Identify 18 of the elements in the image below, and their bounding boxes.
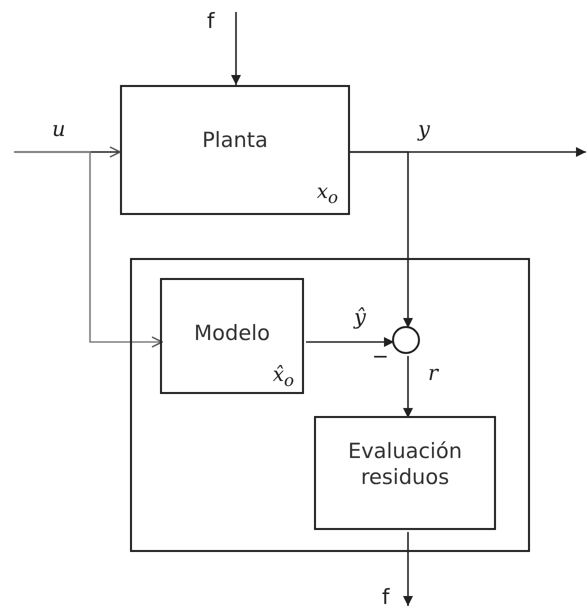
- signal-arrow: [403, 356, 413, 418]
- state-symbol: x̂$_{o}$: [272, 362, 294, 390]
- sign-label: −: [372, 346, 389, 366]
- signal-arrow: [350, 151, 413, 328]
- detection-frame: [130, 258, 530, 552]
- signal-arrow: [403, 532, 413, 606]
- signal-arrow: [14, 151, 163, 348]
- signal-arrow: [306, 337, 394, 347]
- process-box: [314, 416, 496, 530]
- block-label: Planta: [201, 127, 269, 154]
- block-label: Modelo: [193, 320, 271, 346]
- process-box: [160, 278, 304, 394]
- block-label: Evaluación residuos: [346, 438, 464, 490]
- signal-arrow: [231, 12, 241, 85]
- signal-label: ŷ: [352, 306, 368, 330]
- state-symbol: x$_{o}$: [316, 179, 338, 207]
- process-box: [120, 85, 350, 215]
- summing-junction: [392, 326, 420, 354]
